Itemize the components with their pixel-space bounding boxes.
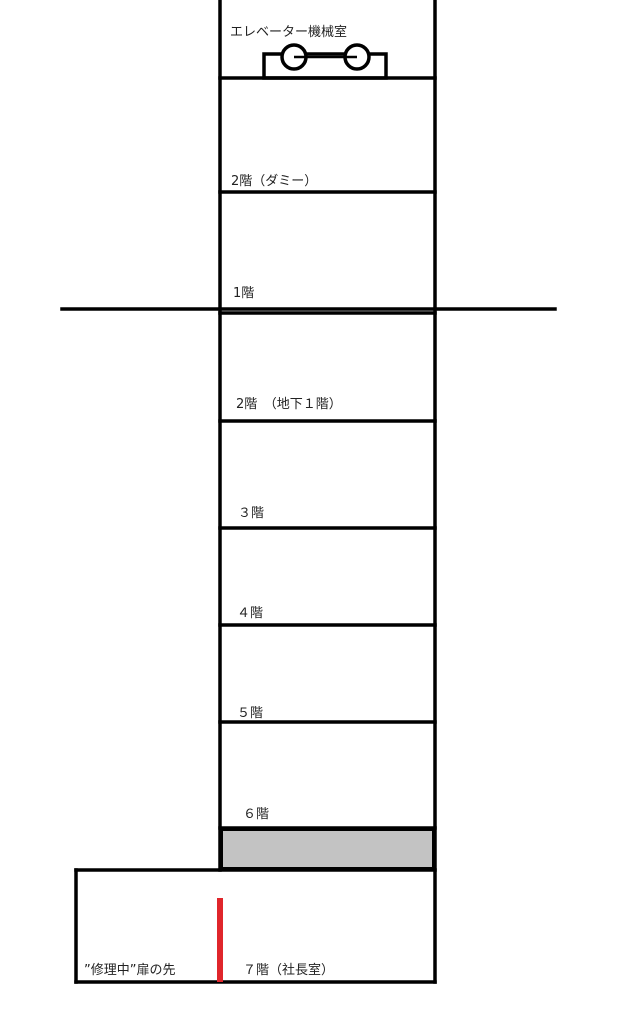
floor-label: ４階 bbox=[237, 606, 263, 621]
machine-base bbox=[262, 52, 388, 80]
elevator-machine-icon bbox=[262, 43, 388, 80]
floor-label: 2階 （地下１階） bbox=[236, 397, 342, 412]
structure-lines bbox=[60, 0, 557, 984]
floor-label: 1階 bbox=[233, 286, 254, 301]
floor-label: ５階 bbox=[237, 706, 263, 721]
machine-room-label: エレベーター機械室 bbox=[230, 24, 347, 40]
floor-label: ３階 bbox=[238, 506, 264, 521]
side-room-label: ”修理中”扉の先 bbox=[84, 962, 175, 978]
labels: エレベーター機械室 2階（ダミー） 1階 2階 （地下１階） ３階 ４階 ５階 … bbox=[84, 24, 347, 978]
floor-label: ６階 bbox=[243, 807, 269, 822]
filled-block bbox=[221, 829, 434, 869]
floor-label: 2階（ダミー） bbox=[231, 174, 317, 189]
floor-label: ７階（社長室） bbox=[243, 962, 334, 978]
